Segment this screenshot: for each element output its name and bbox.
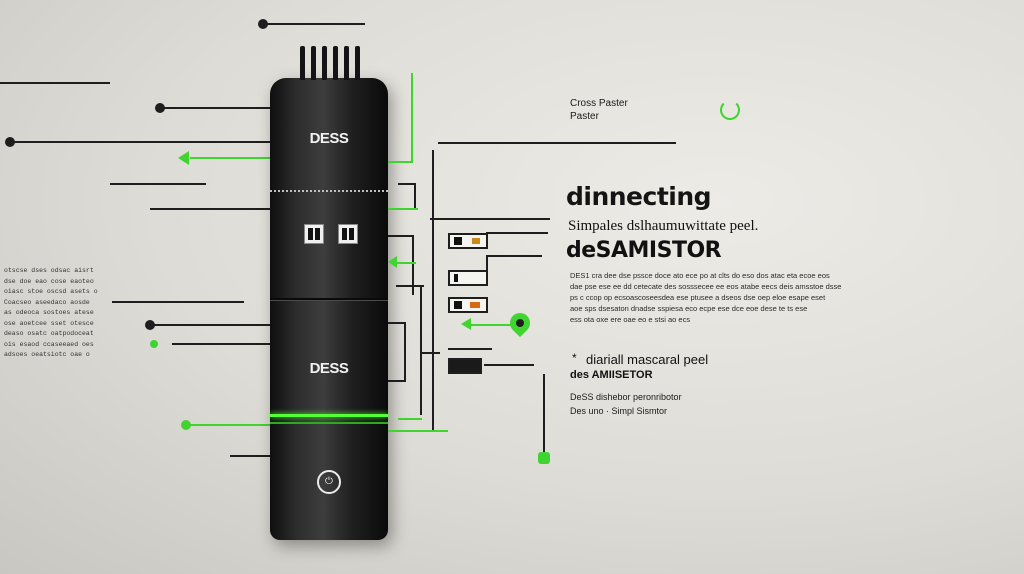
arrow-left-icon xyxy=(461,318,471,330)
wire xyxy=(398,183,416,185)
device-seam xyxy=(270,190,388,194)
pin-icon xyxy=(333,46,338,80)
sub-line: des AMIISETOR xyxy=(570,369,653,381)
pin-icon xyxy=(322,46,327,80)
pin-icon xyxy=(355,46,360,80)
green-dot xyxy=(181,420,191,430)
connector-line xyxy=(430,218,550,220)
wire xyxy=(486,255,542,257)
wire xyxy=(404,322,406,382)
device-seam xyxy=(270,298,388,300)
bullet-line: diariall mascaral peel xyxy=(586,352,709,367)
connector-line xyxy=(172,343,270,345)
qr-code-icon xyxy=(338,224,358,244)
green-wire xyxy=(411,73,413,163)
connector-line xyxy=(432,150,434,430)
left-text-line: ose aoetcee sset otesce xyxy=(4,319,94,327)
wire xyxy=(388,380,406,382)
left-text-line: ois esaod ccaseeaed oes xyxy=(4,340,94,348)
body-line: ps c ccop op ecsoascoseesdea ese ptusee … xyxy=(570,293,826,302)
left-text-line: dse doe eao cose eaoteo xyxy=(4,277,94,285)
connector-line xyxy=(160,107,270,109)
wire xyxy=(388,322,406,324)
green-wire xyxy=(388,208,418,210)
green-wire xyxy=(398,418,422,420)
pin-icon xyxy=(300,46,305,80)
green-dot xyxy=(150,340,158,348)
left-text-line: adsoes oeatsiotc oae o xyxy=(4,351,90,358)
component-block xyxy=(448,233,488,249)
device-label-bottom: DESS xyxy=(309,360,349,377)
green-connector xyxy=(186,424,270,426)
bullet-icon: * xyxy=(572,351,577,365)
wire xyxy=(396,285,424,287)
note-line-2: Des uno · Simpl Sismtor xyxy=(570,406,668,416)
connector-line xyxy=(150,324,270,326)
device-glow-ring xyxy=(270,414,388,417)
connector-line xyxy=(263,23,365,25)
green-connector xyxy=(190,157,270,159)
component-block xyxy=(448,270,488,286)
wire xyxy=(486,232,548,234)
device-body: DESS DESS ⏻ xyxy=(270,78,388,540)
left-text-line: as odeoca sostoes atese xyxy=(4,309,94,316)
pin-icon xyxy=(344,46,349,80)
qr-code-icon xyxy=(304,224,324,244)
device-label-top: DESS xyxy=(309,130,349,147)
wire xyxy=(420,285,422,415)
wire xyxy=(543,374,545,460)
connector-line xyxy=(438,142,676,144)
component-block xyxy=(448,297,488,313)
connector-line xyxy=(112,301,244,303)
connector-line xyxy=(0,82,110,84)
green-endpoint xyxy=(538,452,550,464)
subtitle: Simpales dslhaumuwittate peel. xyxy=(568,218,759,234)
wire xyxy=(484,364,534,366)
green-wire xyxy=(470,324,520,326)
body-text: DES1 cra dee dse pssce doce ato ece po a… xyxy=(570,270,841,325)
green-wire xyxy=(394,262,416,264)
wire xyxy=(388,235,413,237)
green-wire xyxy=(388,161,413,163)
green-wire xyxy=(388,430,448,432)
arrow-left-icon xyxy=(388,256,397,268)
connector-line xyxy=(110,183,206,185)
connector-line xyxy=(150,208,270,210)
wire xyxy=(486,255,488,275)
arrow-left-icon xyxy=(178,151,189,165)
header-line-1: Cross Paster xyxy=(570,98,628,109)
wire xyxy=(420,352,440,354)
left-text-line: deaso osatc oatpodoceat xyxy=(4,330,94,337)
connector-line xyxy=(230,455,270,457)
green-node-hole xyxy=(516,319,524,327)
header-line-2: Paster xyxy=(570,111,599,122)
body-line: aoe sps dsesaton dnadse sspiesa eco ecpe… xyxy=(570,304,808,313)
body-line: DES1 cra dee dse pssce doce ato ece po a… xyxy=(570,271,830,280)
device-glow-ring xyxy=(270,422,388,424)
left-text-line: oiasc stoe oscsd asets o xyxy=(4,288,98,295)
component-block xyxy=(448,358,482,374)
connector-line xyxy=(10,141,270,143)
power-icon[interactable]: ⏻ xyxy=(317,470,341,494)
left-text-line: Coacseo aseedaco aosde xyxy=(4,298,90,306)
wire xyxy=(412,235,414,295)
note-line-1: DeSS dishebor peronribotor xyxy=(570,392,682,402)
left-text-line: otscse dses odsac aisrt xyxy=(4,267,94,274)
big-title: deSAMISTOR xyxy=(566,238,722,263)
body-line: ess ota oxe ere oae eo e stsi ao ecs xyxy=(570,315,691,324)
main-title: dinnecting xyxy=(566,182,712,211)
wire xyxy=(448,348,492,350)
pin-icon xyxy=(311,46,316,80)
left-text-block: otscse dses odsac aisrt dse doe eao cose… xyxy=(4,266,112,361)
body-line: dae pse ese ee dd cetecate des sosssecee… xyxy=(570,282,842,291)
refresh-icon[interactable] xyxy=(720,100,740,120)
wire xyxy=(414,183,416,208)
